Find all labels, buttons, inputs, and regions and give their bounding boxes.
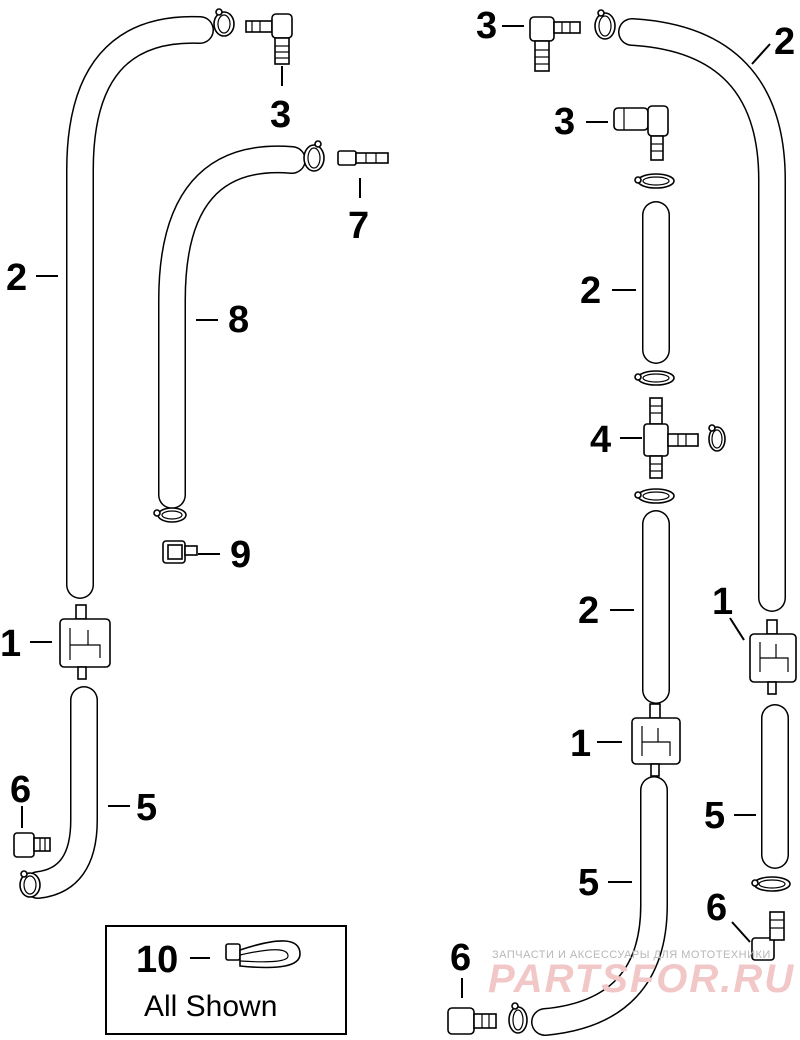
- elbow-fitting-9: [162, 540, 198, 564]
- legend-caption: All Shown: [144, 990, 277, 1023]
- clamp-mid-3: [634, 488, 675, 504]
- filter-middle: [631, 703, 681, 777]
- elbow-fitting-top-left: [245, 13, 293, 65]
- clamp-top-left: [213, 8, 235, 37]
- clamp-bottom: [508, 1002, 528, 1034]
- callout-5-left: 5: [136, 787, 157, 829]
- legend-number: 10: [136, 939, 178, 981]
- clamp-mid-1: [634, 173, 675, 189]
- elbow-fitting-top-right: [529, 16, 581, 72]
- hose-8: [158, 145, 306, 509]
- callout-3-top-right: 3: [476, 5, 497, 47]
- callout-5-bottom: 5: [578, 862, 599, 904]
- callout-numbers: 3 2 7 8 9 1 6 5 3 2 3 2 4 2 1 1 5 5 6 6: [0, 5, 795, 979]
- filter-left: [59, 604, 111, 680]
- clamp-hose-8: [303, 140, 325, 172]
- hose-bottom-curved: [531, 776, 668, 1036]
- straight-fitting-7: [337, 150, 389, 166]
- elbow-fitting-mid-right: [613, 105, 669, 161]
- hose-right-long: [618, 18, 786, 612]
- watermark: ЗАПЧАСТИ И АКСЕССУАРЫ ДЛЯ МОТОТЕХНИКИ PA…: [488, 949, 795, 1001]
- watermark-tagline: ЗАПЧАСТИ И АКСЕССУАРЫ ДЛЯ МОТОТЕХНИКИ: [492, 949, 771, 961]
- clamp-9: [153, 507, 187, 523]
- callout-9: 9: [230, 534, 251, 576]
- legend-box: 10 All Shown: [105, 925, 347, 1035]
- callout-1-middle: 1: [570, 723, 591, 765]
- callout-6-right: 6: [706, 887, 727, 929]
- callout-6-bottom: 6: [450, 937, 471, 979]
- elbow-fitting-6-left: [13, 832, 51, 858]
- clamp-icon: [225, 940, 301, 969]
- callout-7: 7: [348, 205, 369, 247]
- callout-2-right-top: 2: [774, 21, 795, 63]
- clamp-mid-2: [634, 370, 675, 386]
- leader-lines: [21, 25, 771, 998]
- watermark-logo: PARTSFOR.RU: [488, 957, 795, 1001]
- callout-1-right: 1: [712, 581, 733, 623]
- callout-2-mid-upper: 2: [580, 270, 601, 312]
- callout-3-top-left: 3: [270, 94, 291, 136]
- tee-fitting: [643, 397, 699, 479]
- elbow-fitting-6-bottom: [447, 1007, 497, 1035]
- callout-8: 8: [228, 299, 249, 341]
- callout-3-mid: 3: [554, 101, 575, 143]
- callout-1-left: 1: [0, 623, 21, 665]
- filter-right: [749, 619, 797, 695]
- clamp-right-lower: [751, 876, 791, 892]
- callout-2-mid-lower: 2: [578, 590, 599, 632]
- clamp-left-bottom: [19, 870, 41, 898]
- elbow-fitting-6-right: [751, 911, 785, 961]
- hose-left-long: [66, 15, 214, 599]
- callout-5-right: 5: [704, 795, 725, 837]
- callout-2-left: 2: [6, 257, 27, 299]
- clamp-top-right: [594, 9, 616, 40]
- callout-6-left: 6: [10, 769, 31, 811]
- hose-left-lower: [24, 686, 98, 899]
- clamp-tee-side: [708, 424, 726, 452]
- callout-4: 4: [590, 419, 611, 461]
